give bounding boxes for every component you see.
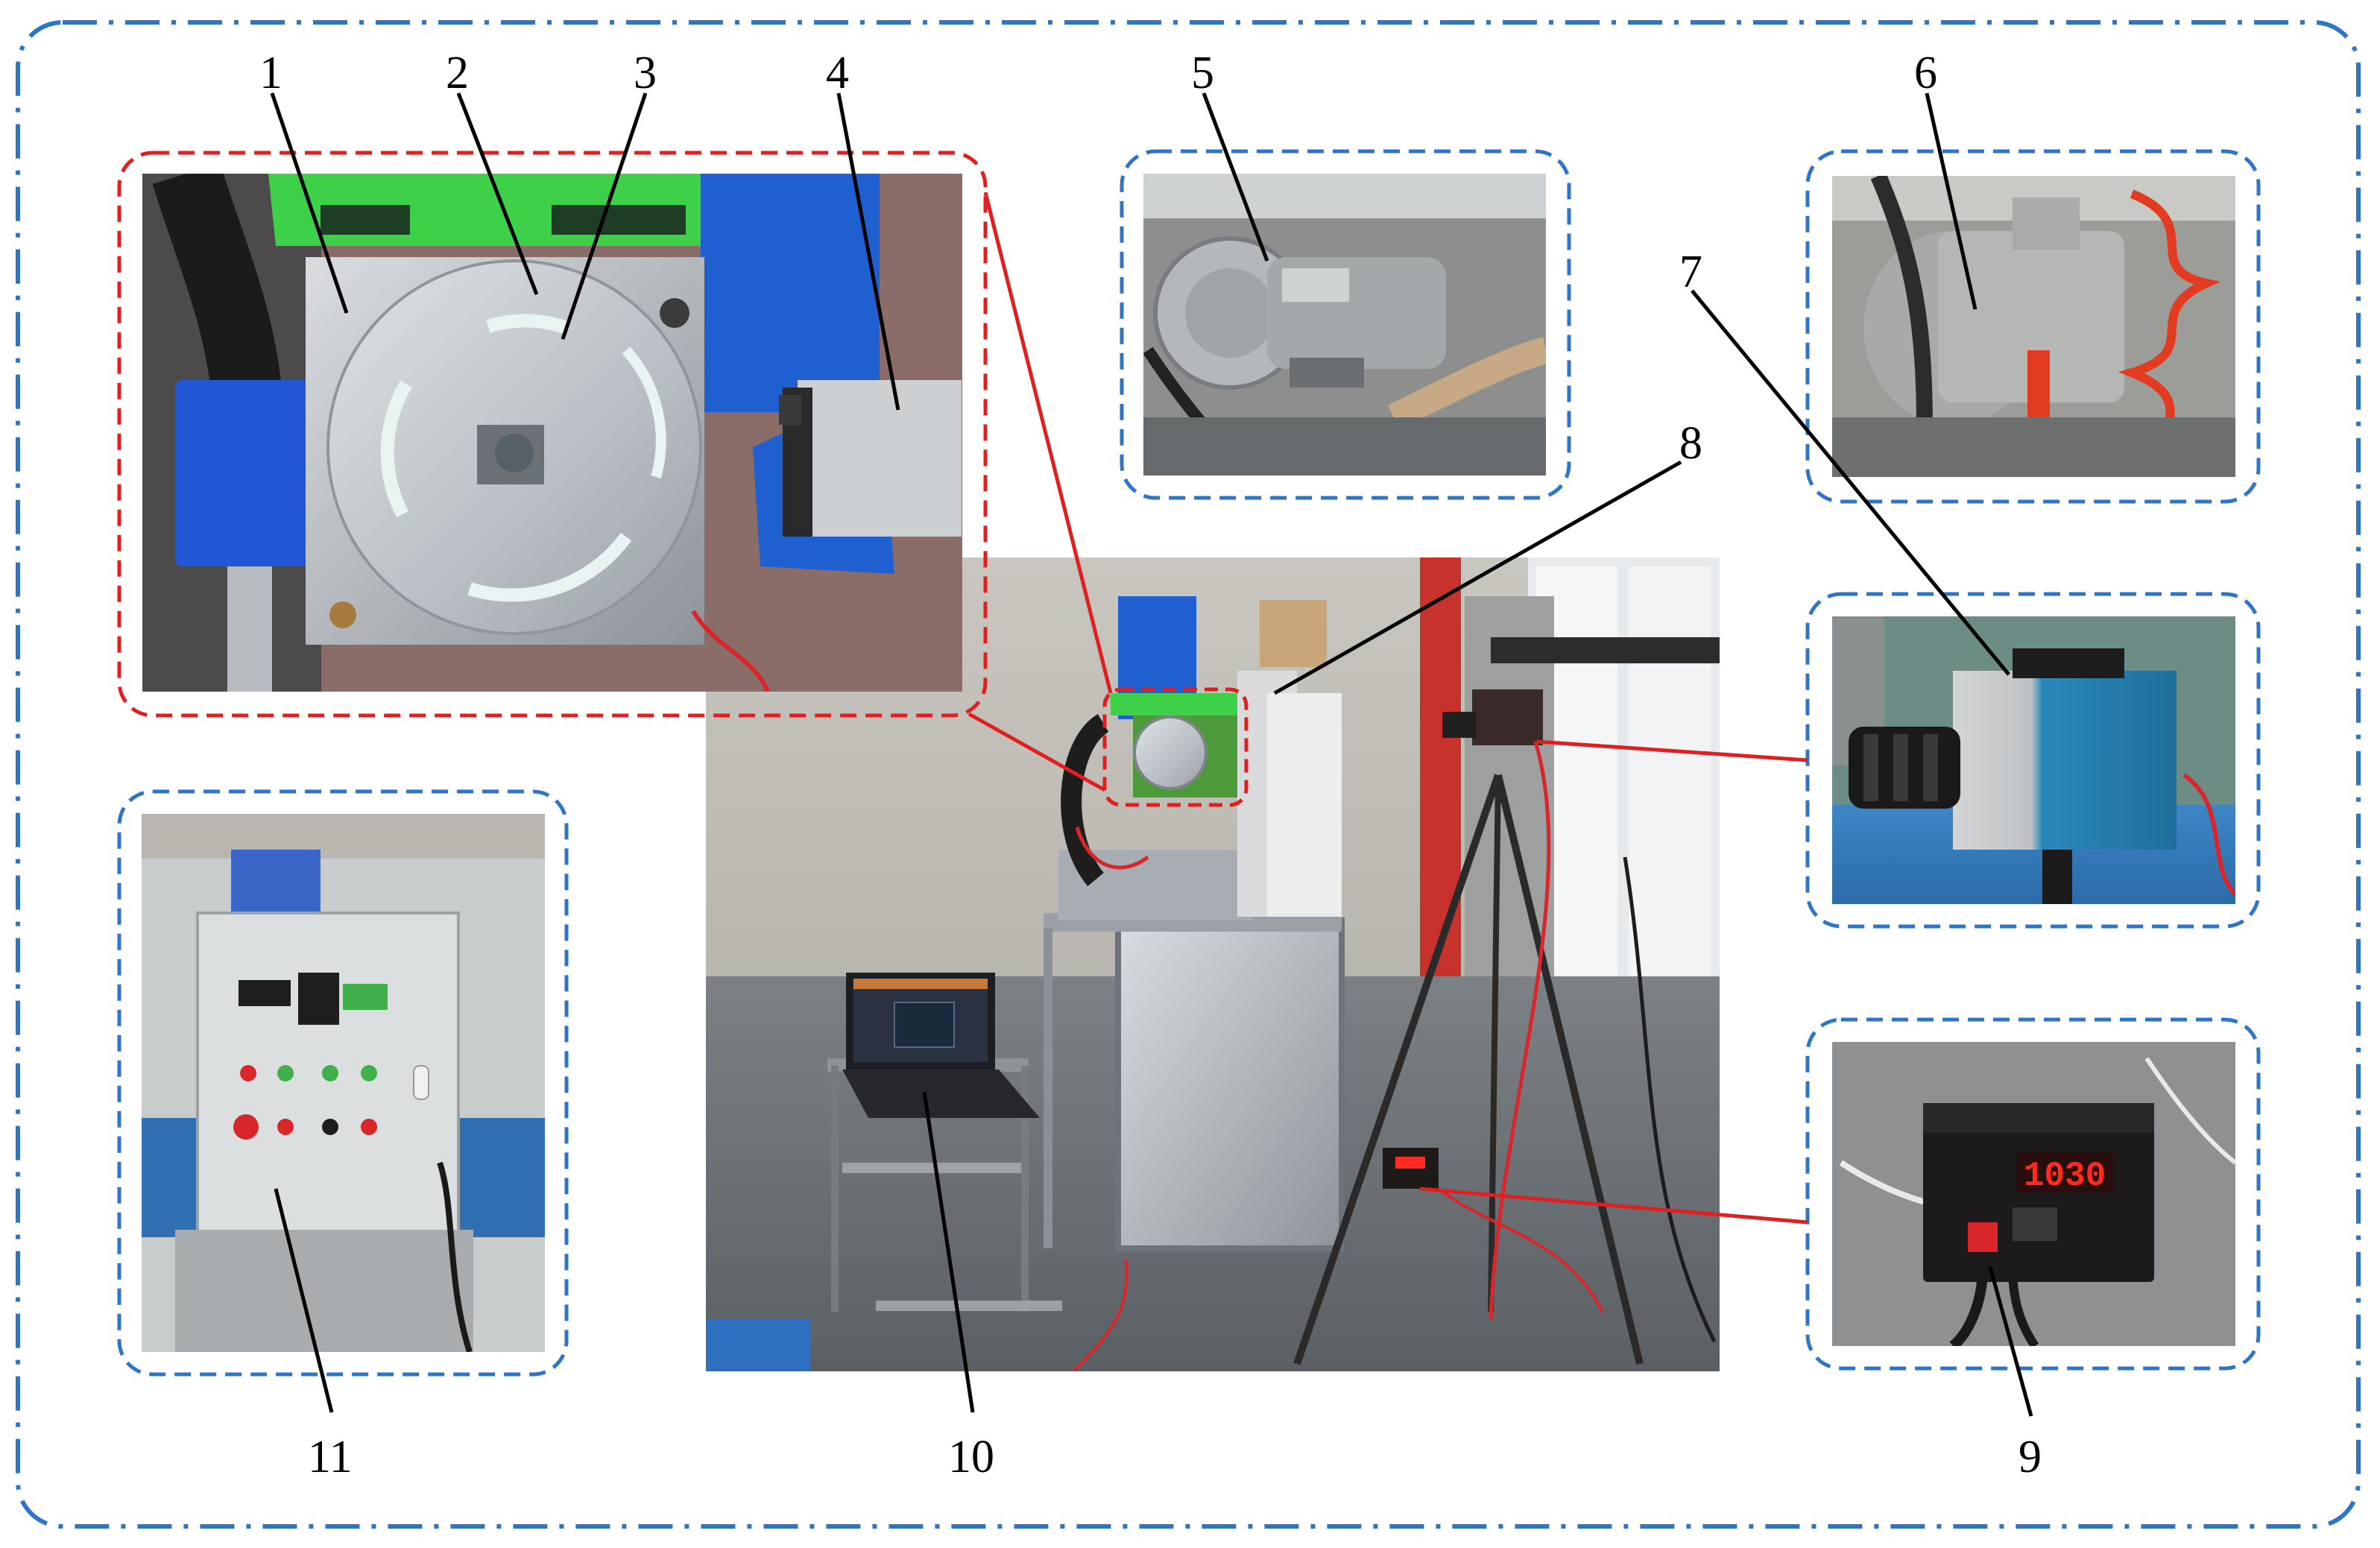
- controller-display: 1030: [2024, 1157, 2106, 1195]
- label-7: 7: [1679, 247, 1702, 297]
- main-setup-photo: [706, 557, 1720, 1371]
- label-8: 8: [1679, 418, 1702, 469]
- panel-11-frame: [117, 789, 569, 1377]
- label-11: 11: [308, 1432, 353, 1482]
- photo-part-7-camera: [1832, 616, 2235, 904]
- label-4: 4: [826, 48, 849, 98]
- label-1: 1: [259, 48, 282, 98]
- connector-controller: [1419, 1187, 1808, 1225]
- label-3: 3: [634, 48, 657, 98]
- label-5: 5: [1191, 48, 1214, 98]
- connector-zoom-bottom: [968, 712, 1106, 792]
- outer-frame: [16, 20, 2361, 1529]
- label-6: 6: [1914, 48, 1937, 98]
- zoom-panel-frame: [117, 151, 988, 718]
- photo-part-6: [1832, 176, 2235, 477]
- main-photo-highlight: [1102, 687, 1249, 807]
- leader-lines: [270, 92, 2033, 1417]
- zoom-photo-disc-assembly: [142, 174, 962, 692]
- label-2: 2: [446, 48, 469, 98]
- panel-6-frame: [1805, 149, 2261, 504]
- label-9: 9: [2018, 1432, 2042, 1482]
- photo-part-9-controller: 1030: [1832, 1042, 2235, 1346]
- connector-camera: [1536, 739, 1808, 762]
- photo-part-5: [1143, 174, 1546, 476]
- panel-5-frame: [1120, 149, 1571, 500]
- connector-zoom-top: [983, 192, 1113, 694]
- part-labels: 1 2 3 4 5 6 7 8 9 10 11: [259, 48, 2042, 1482]
- label-10: 10: [948, 1432, 994, 1482]
- photo-part-11-control-box: [142, 814, 545, 1352]
- panel-9-frame: [1805, 1017, 2261, 1371]
